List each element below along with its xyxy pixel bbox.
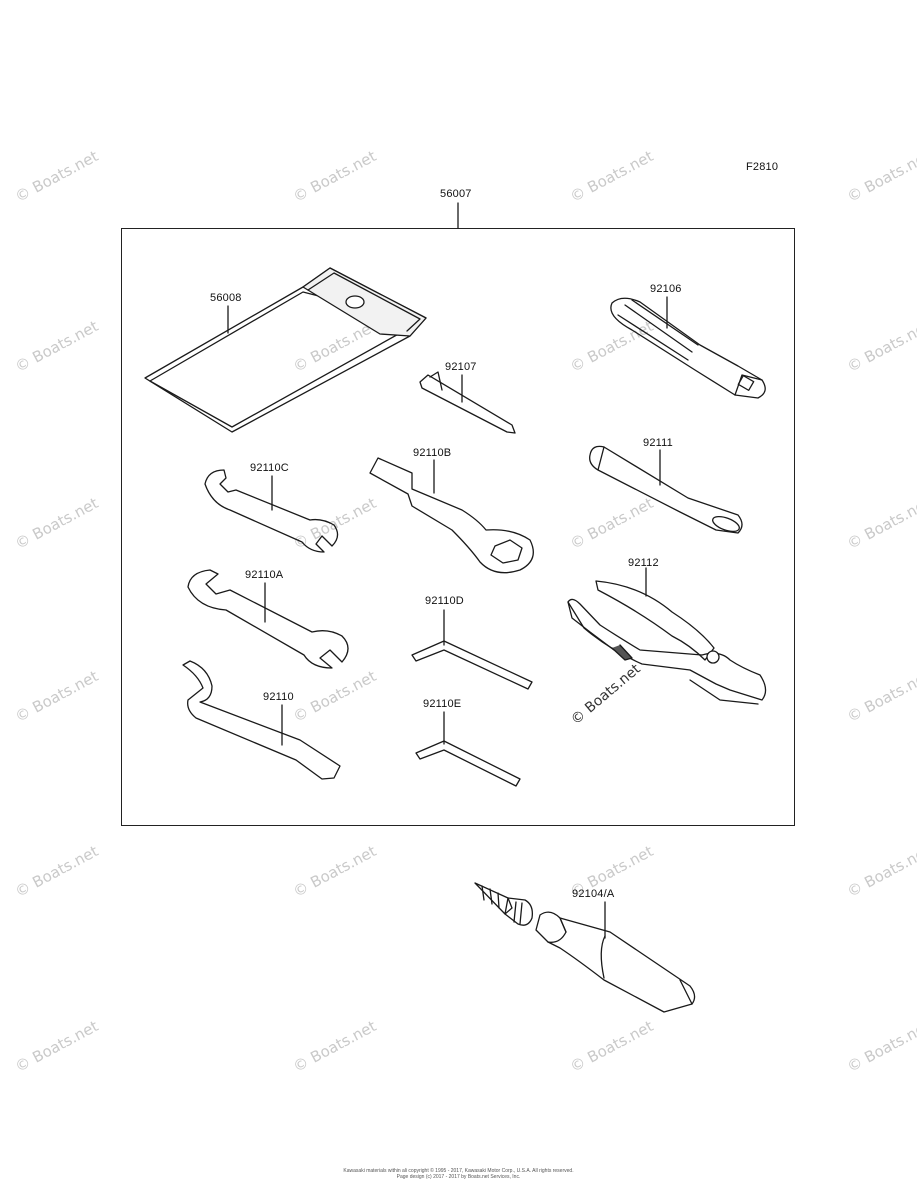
part-label-92112[interactable]: 92112 [628,557,659,569]
open-end-wrench-small-drawing [204,469,339,553]
ring-wrench-drawing [369,457,534,574]
part-label-92111[interactable]: 92111 [643,437,673,449]
part-label-56007[interactable]: 56007 [440,188,472,200]
grease-tube-drawing [474,882,696,1013]
part-label-92104A[interactable]: 92104/A [572,888,615,900]
part-label-92107[interactable]: 92107 [445,361,477,373]
copyright-footer: Kawasaki materials within ali copyright … [0,1168,917,1180]
part-label-92110C[interactable]: 92110C [250,462,289,474]
figure-code: F2810 [746,161,779,173]
screwdriver-handle-drawing [610,296,766,399]
open-end-wrench-large-drawing [187,569,349,669]
part-label-92110A[interactable]: 92110A [245,569,284,581]
hex-key-small-drawing [415,711,521,787]
part-label-92110D[interactable]: 92110D [425,595,464,607]
part-label-92110[interactable]: 92110 [263,691,294,703]
pliers-drawing [567,567,767,705]
page-design-line: Page design (c) 2017 - 2017 by Boats.net… [396,1174,521,1180]
part-label-92110E[interactable]: 92110E [423,698,462,710]
copyright-line: Kawasaki materials within ali copyright … [343,1168,574,1174]
tool-pouch-drawing [144,267,427,433]
screwdriver-bit-drawing [419,371,516,434]
part-label-92110B[interactable]: 92110B [413,447,452,459]
part-label-56008[interactable]: 56008 [210,292,242,304]
extension-bar-drawing [589,445,743,534]
hook-spanner-drawing [182,660,341,780]
part-label-92106[interactable]: 92106 [650,283,682,295]
hex-key-large-drawing [411,609,533,690]
